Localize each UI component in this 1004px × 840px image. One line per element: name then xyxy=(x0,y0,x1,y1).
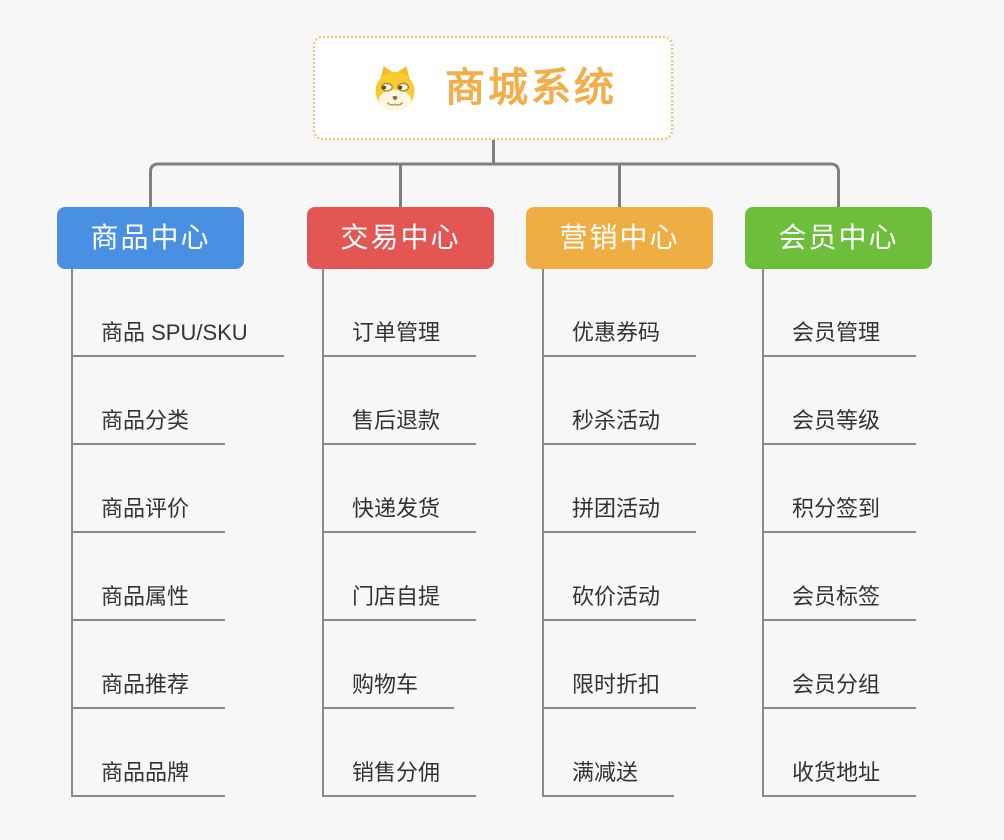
leaf-row: 拼团活动 xyxy=(544,445,697,533)
leaf-topic[interactable]: 会员管理 xyxy=(764,319,917,357)
leaf-row: 商品分类 xyxy=(73,357,284,445)
leaf-topic[interactable]: 商品 SPU/SKU xyxy=(73,319,284,357)
leaf-topic[interactable]: 商品属性 xyxy=(73,583,226,621)
leaf-row: 优惠券码 xyxy=(544,269,697,357)
leaf-topic[interactable]: 销售分佣 xyxy=(324,759,477,797)
leaf-row: 商品评价 xyxy=(73,445,284,533)
leaf-row: 满减送 xyxy=(544,709,696,797)
leaf-row: 限时折扣 xyxy=(544,621,697,709)
leaf-topic[interactable]: 拼团活动 xyxy=(544,495,697,533)
leaf-topic[interactable]: 售后退款 xyxy=(324,407,477,445)
leaf-row: 销售分佣 xyxy=(324,709,477,797)
leaf-topic[interactable]: 会员等级 xyxy=(764,407,917,445)
leaf-row: 订单管理 xyxy=(324,269,477,357)
leaf-row: 会员管理 xyxy=(764,269,917,357)
leaf-column-product-center: 商品 SPU/SKU 商品分类商品评价商品属性商品推荐商品品牌 xyxy=(71,269,284,797)
branch-topic-label: 交易中心 xyxy=(340,222,461,253)
leaf-topic[interactable]: 商品推荐 xyxy=(73,671,226,709)
leaf-row: 商品属性 xyxy=(73,533,284,621)
leaf-row: 商品品牌 xyxy=(73,709,284,797)
leaf-row: 收货地址 xyxy=(764,709,917,797)
leaf-row: 购物车 xyxy=(324,621,476,709)
leaf-row: 商品 SPU/SKU xyxy=(73,269,284,357)
leaf-topic[interactable]: 订单管理 xyxy=(324,319,477,357)
leaf-topic[interactable]: 商品评价 xyxy=(73,495,226,533)
root-topic[interactable]: 商城系统 xyxy=(313,36,673,140)
leaf-row: 砍价活动 xyxy=(544,533,697,621)
branch-topic-label: 会员中心 xyxy=(778,222,899,253)
leaf-topic[interactable]: 秒杀活动 xyxy=(544,407,697,445)
leaf-topic[interactable]: 满减送 xyxy=(544,759,675,797)
root-topic-label: 商城系统 xyxy=(445,66,617,110)
leaf-topic[interactable]: 收货地址 xyxy=(764,759,917,797)
leaf-row: 门店自提 xyxy=(324,533,477,621)
leaf-row: 会员等级 xyxy=(764,357,917,445)
leaf-column-marketing-center: 优惠券码秒杀活动拼团活动砍价活动限时折扣满减送 xyxy=(542,269,697,797)
leaf-row: 会员分组 xyxy=(764,621,917,709)
connector-lines xyxy=(149,140,840,207)
leaf-row: 会员标签 xyxy=(764,533,917,621)
leaf-topic[interactable]: 砍价活动 xyxy=(544,583,697,621)
leaf-topic[interactable]: 商品品牌 xyxy=(73,759,226,797)
leaf-row: 积分签到 xyxy=(764,445,917,533)
leaf-topic[interactable]: 会员标签 xyxy=(764,583,917,621)
leaf-row: 快递发货 xyxy=(324,445,477,533)
leaf-topic[interactable]: 优惠券码 xyxy=(544,319,697,357)
branch-topic-member-center[interactable]: 会员中心 xyxy=(745,207,932,269)
leaf-topic[interactable]: 积分签到 xyxy=(764,495,917,533)
leaf-column-trade-center: 订单管理售后退款快递发货门店自提购物车销售分佣 xyxy=(322,269,477,797)
branch-topic-label: 商品中心 xyxy=(90,222,211,253)
leaf-topic[interactable]: 购物车 xyxy=(324,671,455,709)
branch-topic-marketing-center[interactable]: 营销中心 xyxy=(526,207,713,269)
leaf-row: 售后退款 xyxy=(324,357,477,445)
branch-topic-trade-center[interactable]: 交易中心 xyxy=(307,207,494,269)
leaf-topic[interactable]: 门店自提 xyxy=(324,583,477,621)
leaf-topic[interactable]: 会员分组 xyxy=(764,671,917,709)
branch-topic-product-center[interactable]: 商品中心 xyxy=(57,207,244,269)
leaf-topic[interactable]: 商品分类 xyxy=(73,407,226,445)
branch-topic-label: 营销中心 xyxy=(559,222,680,253)
leaf-row: 商品推荐 xyxy=(73,621,284,709)
doge-icon xyxy=(375,66,415,111)
leaf-row: 秒杀活动 xyxy=(544,357,697,445)
leaf-topic[interactable]: 快递发货 xyxy=(324,495,477,533)
leaf-topic[interactable]: 限时折扣 xyxy=(544,671,697,709)
leaf-column-member-center: 会员管理会员等级积分签到会员标签会员分组收货地址 xyxy=(762,269,917,797)
